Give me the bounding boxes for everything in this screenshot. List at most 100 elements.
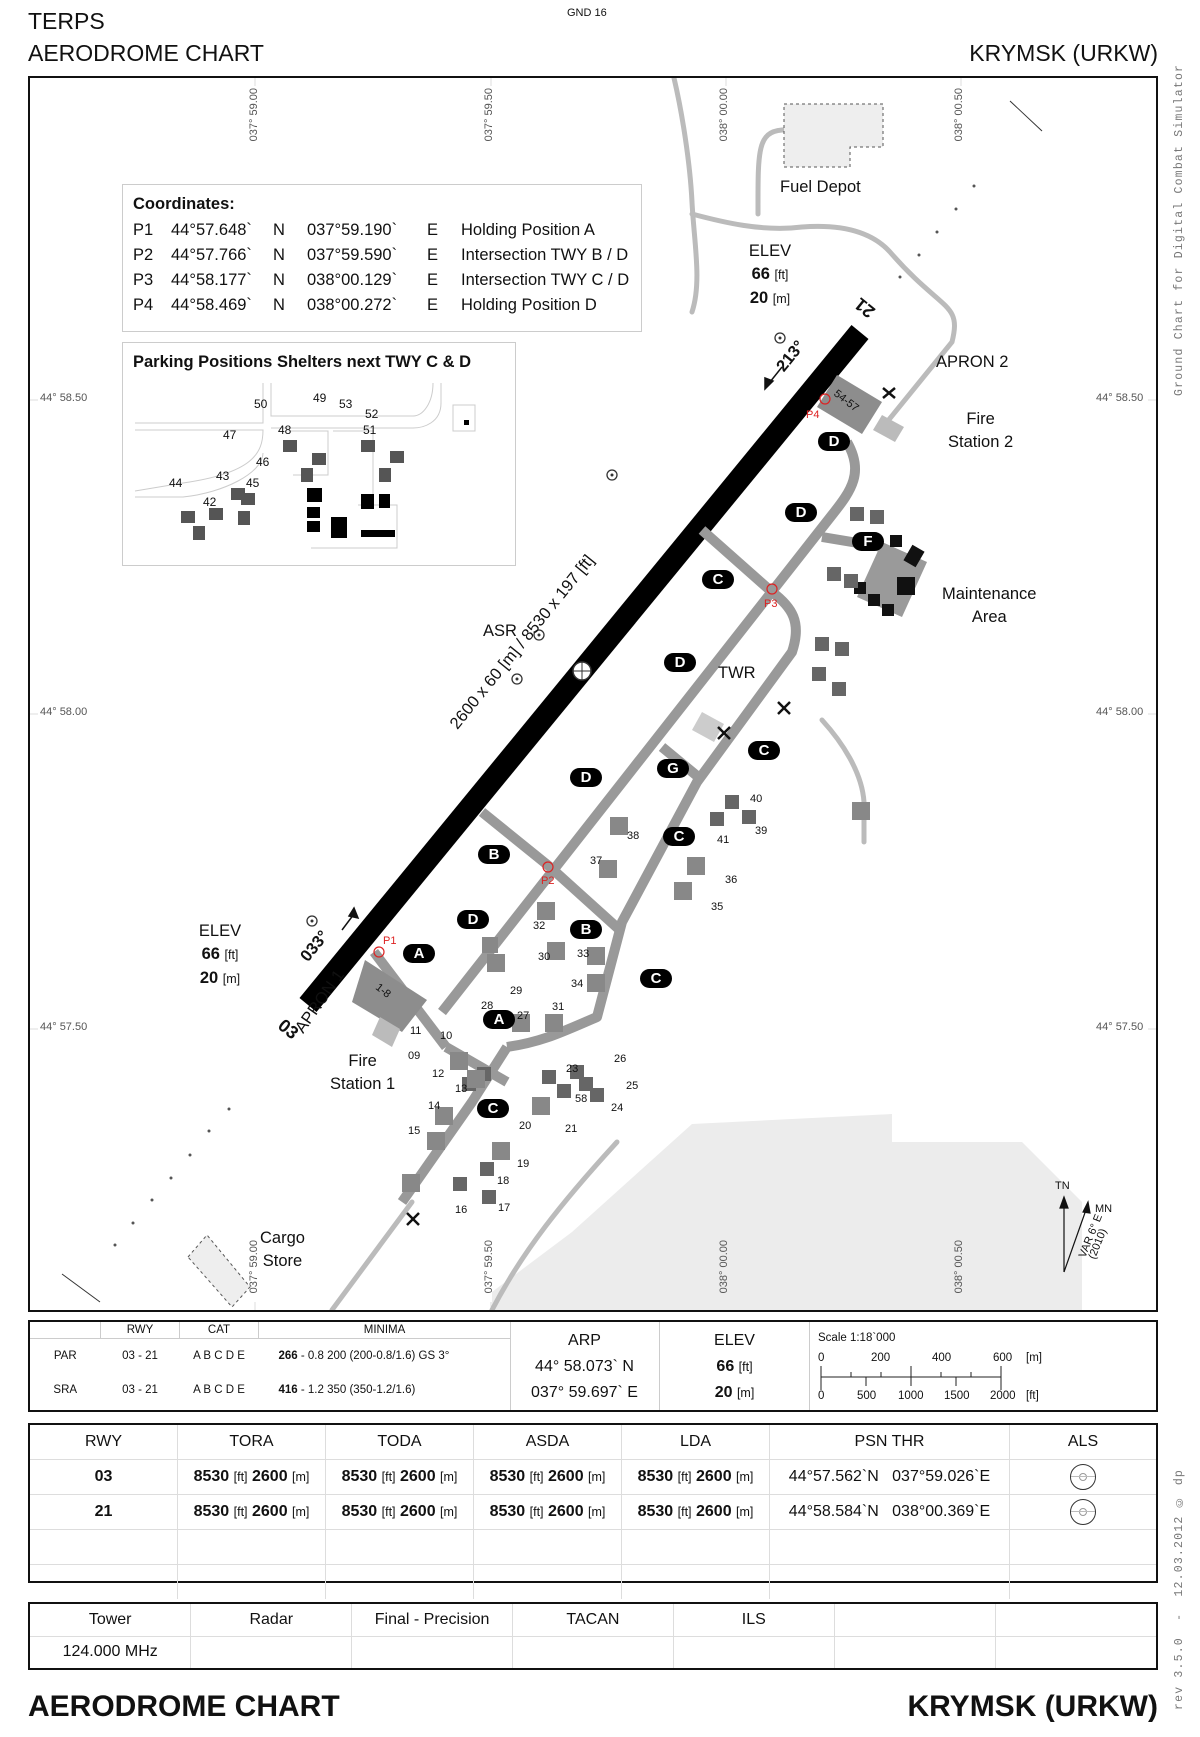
stand-label: 47	[223, 428, 237, 442]
lon-label: 038° 00.50	[953, 1240, 965, 1294]
stand-label: 40	[750, 793, 763, 805]
arp-title: ARP	[568, 1332, 601, 1349]
point-ew: E	[427, 296, 439, 314]
stand-label: 25	[626, 1080, 639, 1092]
als-icon	[1070, 1464, 1096, 1490]
stand-label: 11	[410, 1025, 422, 1037]
stand-label: 09	[408, 1050, 421, 1062]
lon-label: 037° 59.00	[248, 1240, 260, 1294]
threshold-position: 44°57.562`N 037°59.026`E	[769, 1459, 1010, 1495]
taxiway-c[interactable]: C	[748, 741, 780, 760]
final-precision-frequency	[351, 1635, 514, 1668]
hold-point-p2[interactable]: P2	[541, 875, 555, 887]
stand-label: 32	[533, 920, 546, 932]
point-ew: E	[427, 246, 439, 264]
taxiway-g[interactable]: G	[657, 759, 689, 778]
freq-header-row: Tower Radar Final - Precision TACAN ILS	[30, 1604, 1156, 1637]
taxiway-d[interactable]: D	[818, 432, 850, 451]
approach-type: PAR	[53, 1350, 77, 1362]
stand-label: 19	[517, 1158, 530, 1170]
taxiway-a[interactable]: A	[483, 1010, 515, 1029]
runway-row-21: 21 8530 [ft] 2600 [m] 8530 [ft] 2600 [m]…	[30, 1494, 1156, 1530]
stand-label: 14	[428, 1100, 441, 1112]
hold-point-p3[interactable]: P3	[764, 598, 778, 610]
stand-label: 35	[711, 901, 724, 913]
threshold-position: 44°58.584`N 038°00.369`E	[769, 1494, 1010, 1530]
scale-m-tick: 600	[993, 1352, 1013, 1364]
magnetic-north-label: MN	[1095, 1203, 1113, 1215]
taxiway-b[interactable]: B	[478, 845, 510, 864]
stand-label: 50	[254, 397, 268, 411]
taxiway-d[interactable]: D	[785, 503, 817, 522]
stand-label: 41	[717, 834, 730, 846]
stand-label: 20	[519, 1120, 532, 1132]
coordinate-row: P4 44°58.469` N 038°00.272` E Holding Po…	[133, 293, 631, 318]
freq-header: ILS	[672, 1604, 835, 1637]
hold-point-p4[interactable]: P4	[806, 409, 820, 421]
elev-label-south: ELEV 66 [ft] 20 [m]	[198, 922, 242, 987]
freq-empty	[994, 1635, 1156, 1668]
point-lon: 038°00.272`	[307, 296, 398, 314]
minima-detail: - 0.8 200 (200-0.8/1.6) GS 3°	[297, 1350, 450, 1362]
stand-label: 28	[481, 1000, 494, 1012]
taxiway-c[interactable]: C	[640, 969, 672, 988]
stand-label: 31	[552, 1001, 565, 1013]
stand-label: 51	[363, 423, 377, 437]
stand-label: 30	[538, 951, 551, 963]
minima-info-panel: RWY CAT MINIMA PAR 03 - 21 A B C D E 266…	[28, 1320, 1158, 1412]
point-id: P3	[133, 271, 154, 289]
taxiway-b[interactable]: B	[570, 920, 602, 939]
scale-m-tick: 0	[818, 1352, 825, 1364]
freq-header: TACAN	[512, 1604, 674, 1637]
aerodrome-map[interactable]	[28, 76, 1158, 1312]
stand-label: 49	[313, 391, 327, 405]
minima-value: 266	[278, 1350, 298, 1362]
stand-label: 42	[203, 495, 217, 509]
stand-label: 43	[216, 469, 230, 483]
tacan-channel	[512, 1635, 674, 1668]
elev-ft: 66	[716, 1358, 735, 1375]
lon-label: 037° 59.00	[248, 88, 260, 142]
side-note-revision: rev 3.5.0 - 12.03.2012 © dp	[1173, 1468, 1186, 1710]
true-north-label: TN	[1055, 1180, 1070, 1192]
freq-header: Radar	[190, 1604, 353, 1637]
stand-label: 33	[577, 948, 590, 960]
point-lat: 44°57.766`	[171, 246, 252, 264]
stand-label: 17	[498, 1202, 511, 1214]
stand-label: 10	[440, 1030, 453, 1042]
minima-table: RWY CAT MINIMA PAR 03 - 21 A B C D E 266…	[30, 1322, 511, 1410]
footer-chart-title: AERODROME CHART	[28, 1690, 340, 1723]
point-id: P2	[133, 246, 154, 264]
frequencies-table: Tower Radar Final - Precision TACAN ILS …	[28, 1602, 1158, 1670]
arp-lat: 44° 58.073` N	[535, 1358, 634, 1375]
rwy-id: 03	[30, 1459, 178, 1495]
point-lon: 037°59.590`	[307, 246, 398, 264]
scale-m-tick: 400	[932, 1352, 952, 1364]
stand-label: 27	[517, 1010, 530, 1022]
fuel-depot-label: Fuel Depot	[780, 178, 861, 196]
point-desc: Intersection TWY C / D	[461, 271, 630, 289]
runway-row-03: 03 8530 [ft] 2600 [m] 8530 [ft] 2600 [m]…	[30, 1459, 1156, 1495]
col-header: TORA	[177, 1425, 326, 1460]
taxiway-f[interactable]: F	[852, 532, 884, 551]
approach-type: SRA	[53, 1384, 78, 1396]
taxiway-a[interactable]: A	[403, 944, 435, 963]
taxiway-c[interactable]: C	[663, 827, 695, 846]
hold-point-p1[interactable]: P1	[383, 935, 397, 947]
freq-header: Final - Precision	[351, 1604, 514, 1637]
taxiway-c[interactable]: C	[477, 1099, 509, 1118]
scale-bar: Scale 1:18`000 0 200 400 600 [m] 0 500 1…	[810, 1322, 1158, 1410]
taxiway-d[interactable]: D	[664, 653, 696, 672]
taxiway-c[interactable]: C	[702, 570, 734, 589]
point-desc: Holding Position D	[461, 296, 597, 314]
lon-label: 038° 00.50	[953, 88, 965, 142]
elev-m-unit: [m]	[736, 1386, 755, 1400]
scale-ft-tick: 1500	[944, 1390, 970, 1402]
taxiway-d[interactable]: D	[570, 768, 602, 787]
taxiway-d[interactable]: D	[457, 910, 489, 929]
stand-label: 37	[590, 855, 603, 867]
map-drawing	[30, 78, 1156, 1310]
